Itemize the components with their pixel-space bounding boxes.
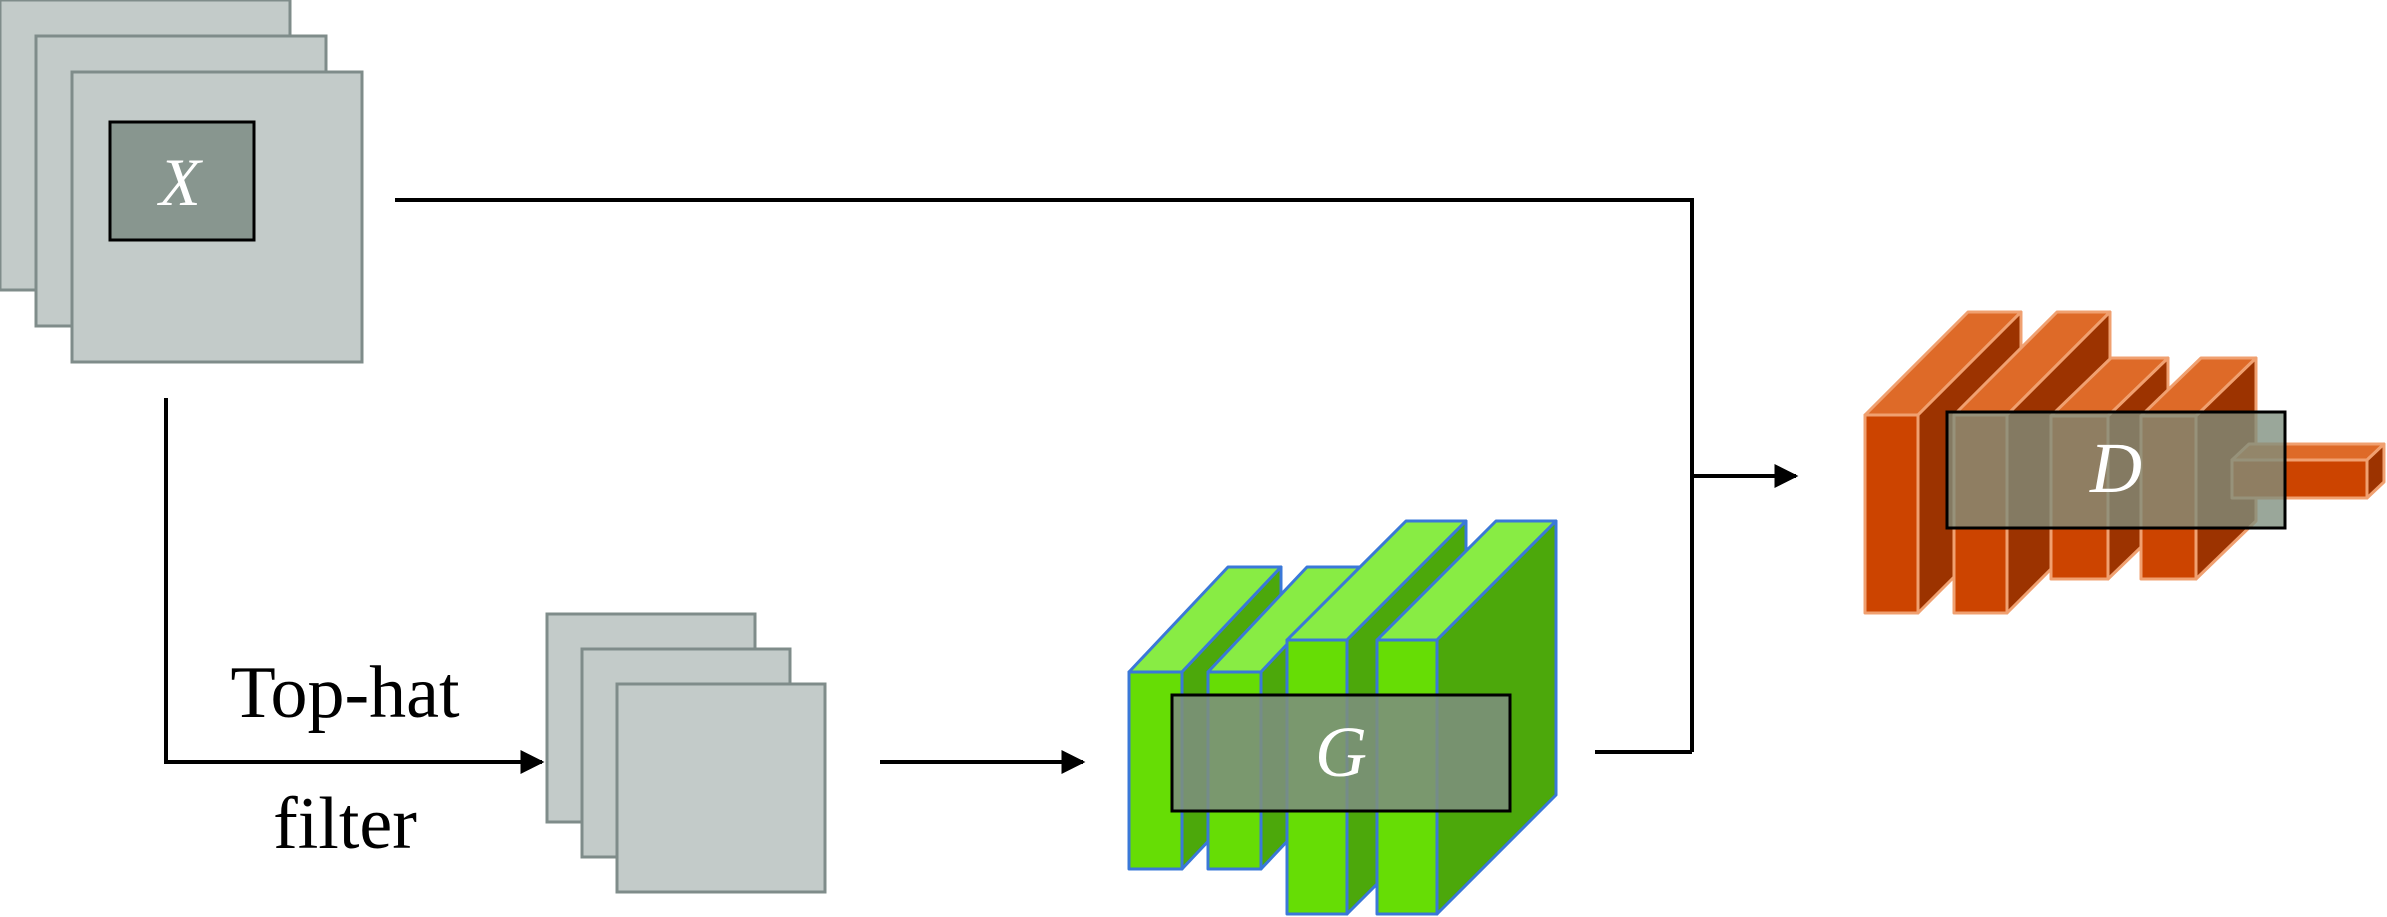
filtered-frame-front <box>615 682 827 894</box>
input-label-box <box>108 120 256 242</box>
input-image-stack: X <box>0 0 364 364</box>
generator-label-box <box>1170 693 1512 813</box>
arrow-input-to-filter <box>164 398 545 774</box>
input-label: X <box>156 144 203 220</box>
filter-label-line1: Top-hat <box>230 652 460 734</box>
discriminator-label: D <box>2089 428 2142 508</box>
filtered-image-stack <box>545 612 827 894</box>
generator-label: G <box>1315 712 1367 792</box>
discriminator-label-box <box>1945 410 2287 530</box>
line-input-to-merge <box>395 198 1694 752</box>
connector-lines <box>164 198 1799 774</box>
filter-label-line2: filter <box>273 783 417 865</box>
